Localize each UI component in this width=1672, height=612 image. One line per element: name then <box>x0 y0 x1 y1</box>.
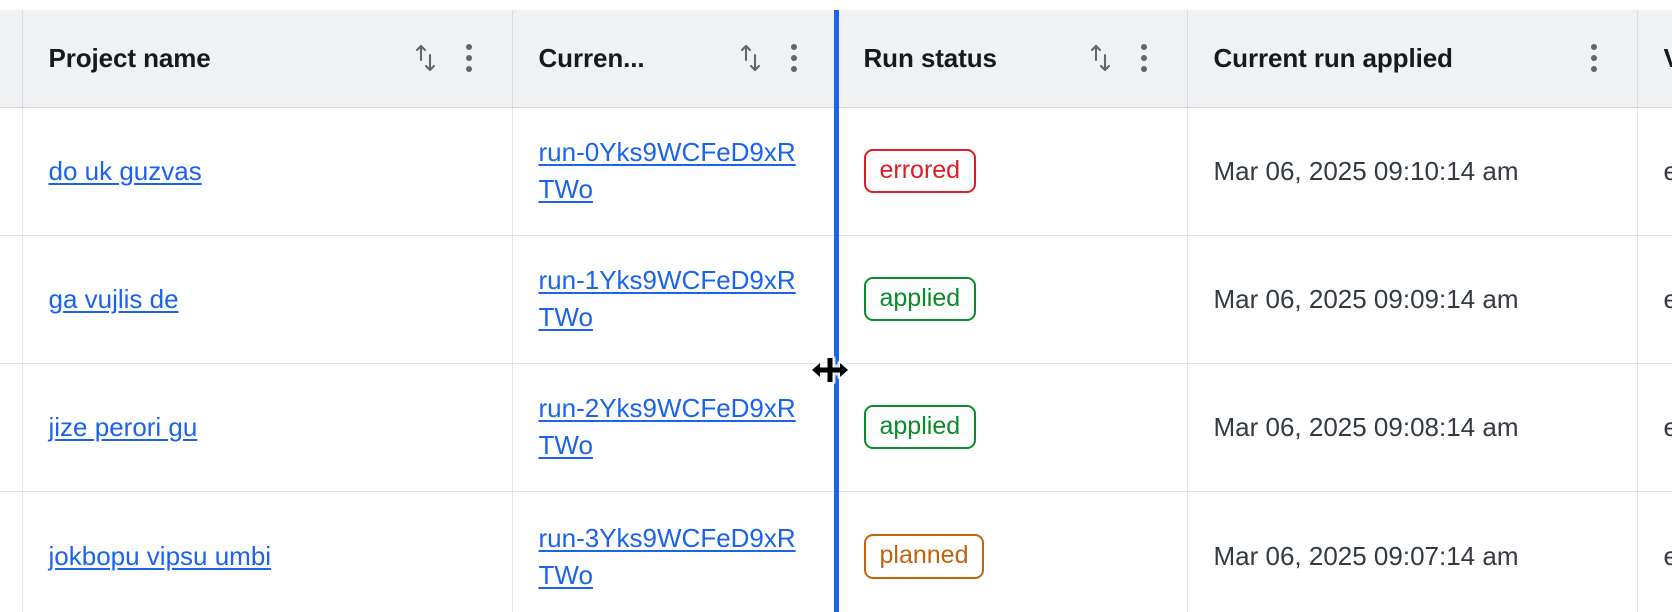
cell-current-run-applied: Mar 06, 2025 09:10:14 am <box>1187 107 1638 236</box>
sort-icon[interactable] <box>1083 38 1117 78</box>
cell-current-run-applied: Mar 06, 2025 09:08:14 am <box>1187 363 1638 492</box>
row-gutter-cell <box>0 491 23 612</box>
cell-next-column: e <box>1637 107 1672 236</box>
column-header-current-run[interactable]: Curren... <box>512 10 838 108</box>
cell-current-run-applied: Mar 06, 2025 09:09:14 am <box>1187 235 1638 364</box>
status-badge: applied <box>863 276 977 322</box>
run-link[interactable]: run-0Yks9WCFeD9xRTWo <box>538 137 796 204</box>
project-link[interactable]: jize perori gu <box>48 411 198 442</box>
kebab-menu-icon[interactable] <box>1127 38 1161 78</box>
next-column-value: e <box>1664 541 1672 571</box>
sort-icon[interactable] <box>408 38 442 78</box>
column-header-current-run-applied[interactable]: Current run applied <box>1187 10 1638 108</box>
kebab-menu-icon[interactable] <box>452 38 486 78</box>
run-link[interactable]: run-1Yks9WCFeD9xRTWo <box>538 265 796 332</box>
row-gutter-cell <box>0 107 23 236</box>
projects-table: Project name Curren... <box>0 10 1672 612</box>
row-gutter-header <box>0 10 23 108</box>
column-header-run-status[interactable]: Run status <box>837 10 1188 108</box>
next-column-value: e <box>1664 284 1672 314</box>
cell-current-run: run-2Yks9WCFeD9xRTWo <box>512 363 838 492</box>
cell-current-run: run-3Yks9WCFeD9xRTWo <box>512 491 838 612</box>
table-body: do uk guzvas run-0Yks9WCFeD9xRTWo errore… <box>0 107 1672 612</box>
cell-project-name: do uk guzvas <box>22 107 513 236</box>
table-row: ga vujlis de run-1Yks9WCFeD9xRTWo applie… <box>0 235 1672 364</box>
cell-project-name: ga vujlis de <box>22 235 513 364</box>
cell-project-name: jokbopu vipsu umbi <box>22 491 513 612</box>
cell-run-status: applied <box>837 235 1188 364</box>
table-header: Project name Curren... <box>0 10 1672 108</box>
column-resize-indicator[interactable] <box>834 10 839 612</box>
cell-current-run-applied: Mar 06, 2025 09:07:14 am <box>1187 491 1638 612</box>
status-badge: planned <box>863 534 985 579</box>
row-gutter-cell <box>0 235 23 364</box>
cell-project-name: jize perori gu <box>22 363 513 492</box>
cell-next-column: e <box>1637 235 1672 364</box>
project-link[interactable]: jokbopu vipsu umbi <box>48 541 272 572</box>
kebab-menu-icon[interactable] <box>777 38 811 78</box>
cell-next-column: e <box>1637 363 1672 492</box>
status-badge: errored <box>863 148 977 194</box>
applied-timestamp: Mar 06, 2025 09:10:14 am <box>1213 155 1519 186</box>
next-column-value: e <box>1664 412 1672 442</box>
applied-timestamp: Mar 06, 2025 09:07:14 am <box>1213 541 1519 571</box>
table-row: jokbopu vipsu umbi run-3Yks9WCFeD9xRTWo … <box>0 491 1672 612</box>
column-header-next-column[interactable]: V <box>1637 10 1672 108</box>
column-header-label: V <box>1664 43 1672 74</box>
applied-timestamp: Mar 06, 2025 09:08:14 am <box>1213 411 1519 442</box>
cell-current-run: run-1Yks9WCFeD9xRTWo <box>512 235 838 364</box>
run-link[interactable]: run-2Yks9WCFeD9xRTWo <box>538 393 796 460</box>
cell-run-status: errored <box>837 107 1188 236</box>
sort-icon[interactable] <box>733 38 767 78</box>
column-header-label: Run status <box>863 42 997 73</box>
kebab-menu-icon[interactable] <box>1577 38 1611 78</box>
project-link[interactable]: ga vujlis de <box>48 283 179 314</box>
column-header-label: Curren... <box>538 42 645 73</box>
column-header-project-name[interactable]: Project name <box>22 10 513 108</box>
next-column-value: e <box>1664 156 1672 186</box>
table-row: do uk guzvas run-0Yks9WCFeD9xRTWo errore… <box>0 107 1672 236</box>
cell-run-status: planned <box>837 491 1188 612</box>
column-header-label: Project name <box>48 42 211 73</box>
column-header-label: Current run applied <box>1213 42 1453 73</box>
project-link[interactable]: do uk guzvas <box>48 155 202 186</box>
cell-current-run: run-0Yks9WCFeD9xRTWo <box>512 107 838 236</box>
row-gutter-cell <box>0 363 23 492</box>
cell-next-column: e <box>1637 491 1672 612</box>
cell-run-status: applied <box>837 363 1188 492</box>
table-row: jize perori gu run-2Yks9WCFeD9xRTWo appl… <box>0 363 1672 492</box>
table-header-row: Project name Curren... <box>0 10 1672 108</box>
run-link[interactable]: run-3Yks9WCFeD9xRTWo <box>538 522 796 590</box>
status-badge: applied <box>863 404 977 450</box>
applied-timestamp: Mar 06, 2025 09:09:14 am <box>1213 283 1519 314</box>
